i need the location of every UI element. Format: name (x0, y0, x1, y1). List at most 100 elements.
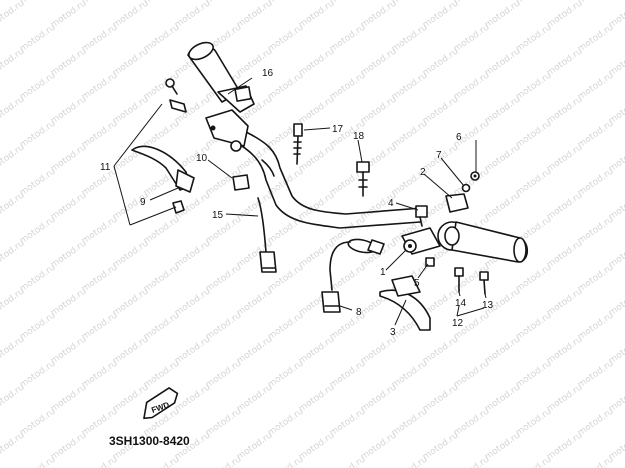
right-grip (437, 221, 529, 263)
watermark-text: motod.ru (328, 23, 368, 55)
watermark-text: motod.ru (514, 119, 554, 151)
watermark-text: motod.ru (173, 0, 213, 30)
watermark-text: motod.ru (483, 95, 523, 127)
watermark-text: motod.ru (0, 47, 27, 79)
watermark-text: motod.ru (452, 359, 492, 391)
watermark-text: motod.ru (390, 23, 430, 55)
watermark-text: motod.ru (483, 47, 523, 79)
watermark-text: motod.ru (80, 23, 120, 55)
leader-lines (113, 77, 487, 326)
watermark-text: motod.ru (545, 335, 585, 367)
watermark-text: motod.ru (483, 0, 523, 30)
left-lever (131, 145, 195, 214)
watermark-text: motod.ru (514, 311, 554, 343)
callout-11: 11 (100, 162, 111, 173)
watermark-text: motod.ru (204, 455, 244, 468)
watermark-text: motod.ru (204, 407, 244, 439)
watermark-text: motod.ru (18, 407, 58, 439)
watermark-text: motod.ru (0, 431, 27, 463)
callout-13: 13 (482, 300, 494, 311)
watermark-text: motod.ru (111, 239, 151, 271)
watermark-text: motod.ru (235, 191, 275, 223)
watermark-text: motod.ru (576, 71, 616, 103)
watermark-text: motod.ru (390, 455, 430, 468)
watermark-text: motod.ru (49, 47, 89, 79)
watermark-text: motod.ru (111, 47, 151, 79)
left-lever-holder (205, 85, 255, 152)
watermark-text: motod.ru (545, 239, 585, 271)
watermark-text: motod.ru (421, 383, 461, 415)
diagram-code: 3SH1300-8420 (109, 434, 190, 448)
watermark-text: motod.ru (0, 287, 27, 319)
watermark-text: motod.ru (452, 407, 492, 439)
watermark-text: motod.ru (173, 383, 213, 415)
watermark-text: motod.ru (0, 0, 27, 30)
callout-1: 1 (380, 267, 386, 278)
watermark-text: motod.ru (204, 215, 244, 247)
watermark-text: motod.ru (49, 143, 89, 175)
watermark-text: motod.ru (266, 455, 306, 468)
lever-pivot-block (232, 174, 250, 191)
watermark-text: motod.ru (421, 95, 461, 127)
callout-16: 16 (262, 68, 274, 79)
watermark-text: motod.ru (49, 383, 89, 415)
watermark-text: motod.ru (49, 287, 89, 319)
watermark-text: motod.ru (328, 407, 368, 439)
watermark-text: motod.ru (18, 23, 58, 55)
watermark-text: motod.ru (545, 95, 585, 127)
watermark-text: motod.ru (80, 215, 120, 247)
watermark-text: motod.ru (266, 215, 306, 247)
callout-labels: 1 2 3 4 5 6 7 8 9 10 11 12 13 14 15 16 1… (100, 68, 494, 338)
callout-5: 5 (414, 278, 420, 289)
watermark-text: motod.ru (266, 311, 306, 343)
watermark-text: motod.ru (18, 71, 58, 103)
watermark-text: motod.ru (80, 119, 120, 151)
watermark-text: motod.ru (576, 23, 616, 55)
watermark-text: motod.ru (204, 359, 244, 391)
watermark-text: motod.ru (576, 407, 616, 439)
watermark-text: motod.ru (545, 287, 585, 319)
watermark-text: motod.ru (328, 263, 368, 295)
watermark-text: motod.ru (421, 431, 461, 463)
watermark-text: motod.ru (514, 263, 554, 295)
watermark-text: motod.ru (142, 23, 182, 55)
watermark-text: motod.ru (545, 47, 585, 79)
callout-4: 4 (388, 198, 394, 209)
watermark-text: motod.ru (452, 455, 492, 468)
watermark-text: motod.ru (49, 431, 89, 463)
callout-17: 17 (332, 124, 344, 135)
watermark-text: motod.ru (18, 119, 58, 151)
watermark-text: motod.ru (297, 95, 337, 127)
watermark-text: motod.ru (359, 47, 399, 79)
watermark-text: motod.ru (576, 311, 616, 343)
watermark-text: motod.ru (204, 263, 244, 295)
watermark-text: motod.ru (483, 143, 523, 175)
watermark-text: motod.ru (266, 359, 306, 391)
watermark-text: motod.ru (173, 335, 213, 367)
watermark-text: motod.ru (111, 287, 151, 319)
watermark-text: motod.ru (359, 383, 399, 415)
watermark-text: motod.ru (142, 359, 182, 391)
callout-9: 9 (140, 197, 146, 208)
watermark-text: motod.ru (545, 431, 585, 463)
watermark-text: motod.ru (111, 95, 151, 127)
watermark-text: motod.ru (18, 167, 58, 199)
watermark-text: motod.ru (297, 0, 337, 30)
watermark-text: motod.ru (173, 287, 213, 319)
watermark-text: motod.ru (297, 383, 337, 415)
watermark-text: motod.ru (514, 167, 554, 199)
watermark-text: motod.ru (173, 239, 213, 271)
watermark-text: motod.ru (297, 191, 337, 223)
watermark-text: motod.ru (80, 263, 120, 295)
watermark-text: motod.ru (204, 311, 244, 343)
callout-15: 15 (212, 210, 224, 221)
watermark-text: motod.ru (18, 215, 58, 247)
watermark-text: motod.ru (576, 359, 616, 391)
watermark-text: motod.ru (142, 311, 182, 343)
watermark-text: motod.ru (576, 167, 616, 199)
watermark-text: motod.ru (514, 455, 554, 468)
watermark-text: motod.ru (421, 47, 461, 79)
watermark-text: motod.ru (80, 71, 120, 103)
